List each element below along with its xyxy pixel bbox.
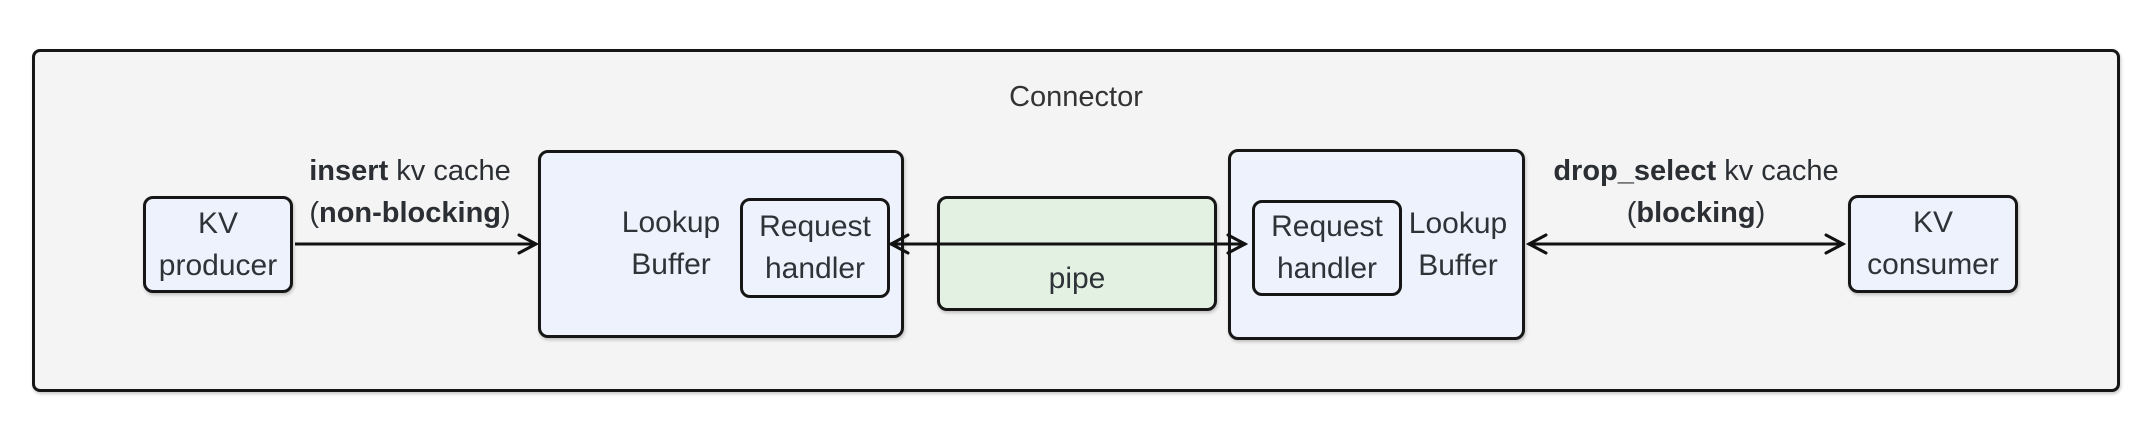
request-handler-right-node: Request handler [1252,200,1402,296]
pipe-node: pipe [937,196,1217,311]
kv-consumer-label-line2: consumer [1867,248,1999,281]
drop-select-mode-text: blocking [1636,197,1756,229]
insert-paren-open: ( [309,197,319,229]
kv-producer-label-line2: producer [158,248,278,282]
kv-consumer-label-line1: KV [1912,206,1954,239]
kv-consumer-node: KV consumer [1848,195,2018,293]
edge-label-insert-line1: insert kv cache [250,150,570,192]
drop-select-method-text: drop_select [1553,155,1717,187]
diagram-title: Connector [1009,81,1143,113]
lookup-buffer-right-line1: Lookup [1408,206,1508,240]
insert-mode-text: non-blocking [318,197,502,229]
arrow-insert-right-icon [295,233,540,255]
lookup-buffer-right-node: Request handler Lookup Buffer [1228,149,1525,340]
insert-suffix-text: kv cache [388,155,511,187]
arrow-pipe-double-icon [888,233,1248,255]
lookup-buffer-right-label: Lookup Buffer [1402,152,1514,337]
edge-label-insert-line2: (non-blocking) [250,192,570,234]
insert-method-text: insert [309,155,389,187]
lookup-buffer-left-node: Lookup Buffer Request handler [538,150,904,338]
request-handler-left-line2: handler [764,252,866,285]
lookup-buffer-left-label: Lookup Buffer [591,153,751,335]
edge-label-drop-select-line2: (blocking) [1521,192,1871,234]
kv-producer-node: KV producer [143,196,293,293]
request-handler-right-line1: Request [1271,210,1383,243]
request-handler-left-line1: Request [759,210,871,243]
edge-label-drop-select: drop_select kv cache (blocking) [1521,150,1871,234]
lookup-buffer-left-line1: Lookup [621,206,721,239]
drop-select-paren-open: ( [1626,197,1637,229]
edge-label-drop-select-line1: drop_select kv cache [1521,150,1871,192]
insert-paren-close: ) [501,197,511,229]
drop-select-suffix-text: kv cache [1716,155,1839,187]
edge-label-insert: insert kv cache (non-blocking) [250,150,570,234]
request-handler-right-line2: handler [1276,252,1378,285]
kv-producer-label-line1: KV [197,206,239,240]
request-handler-left-node: Request handler [740,198,890,298]
lookup-buffer-right-line2: Buffer [1418,248,1498,282]
lookup-buffer-left-line2: Buffer [631,248,711,281]
arrow-drop-select-double-icon [1526,233,1846,255]
pipe-label: pipe [1048,262,1106,295]
drop-select-paren-close: ) [1755,197,1766,229]
